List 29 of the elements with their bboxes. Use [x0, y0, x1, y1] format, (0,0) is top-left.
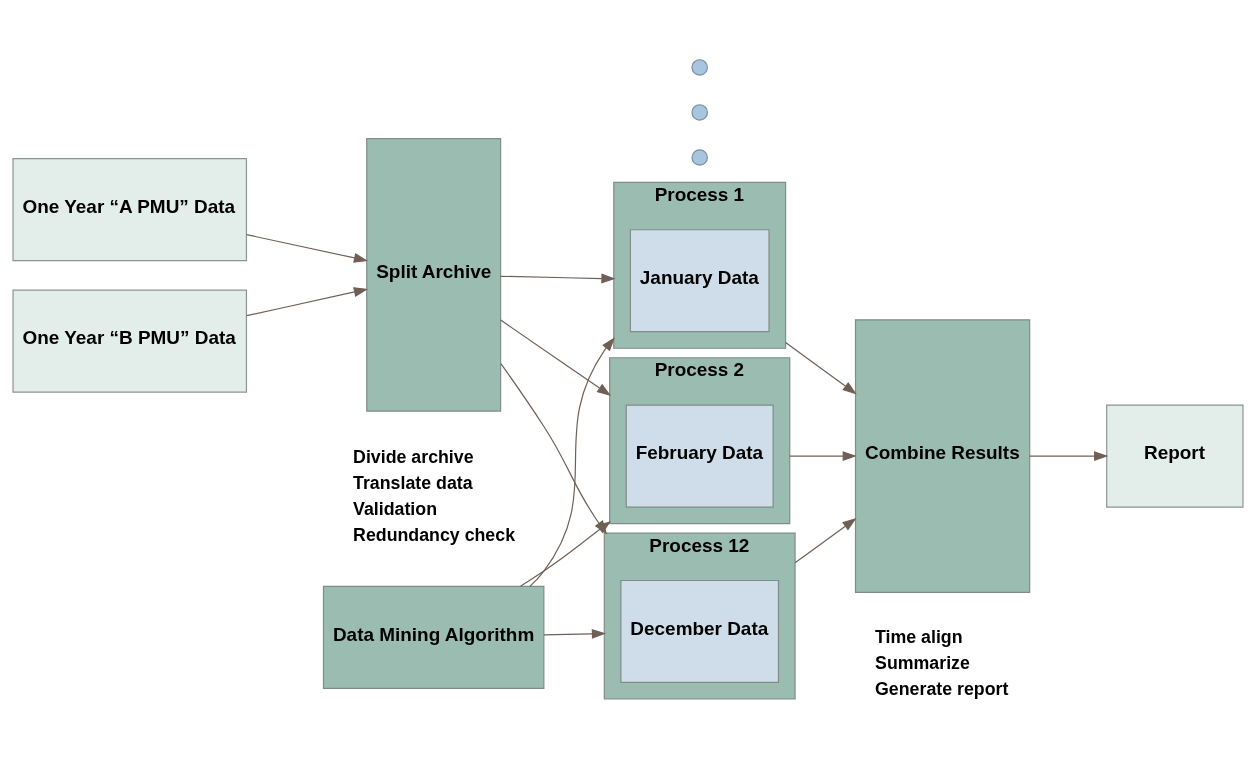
arrow [785, 341, 857, 395]
arrow [794, 518, 857, 564]
node-box: One Year “A PMU” Data [12, 158, 248, 262]
arrow [1029, 451, 1109, 462]
node-circle [691, 104, 708, 121]
node-label: Redundancy check [353, 525, 516, 546]
node-label: Generate report [875, 679, 1009, 700]
node-box: January Data [629, 229, 770, 333]
arrow [500, 319, 612, 396]
node-label: Summarize [875, 653, 970, 674]
node-box: December Data [620, 579, 780, 683]
arrow [246, 234, 369, 263]
node-box: One Year “B PMU” Data [12, 289, 248, 393]
node-label: Time align [875, 627, 963, 648]
node-label: Translate data [353, 473, 473, 494]
arrow [500, 273, 616, 284]
arrow [246, 287, 369, 317]
node-circle [691, 149, 708, 166]
node-box: Split Archive [366, 137, 502, 412]
node-box: February Data [625, 404, 774, 508]
node-box: Combine Results [854, 319, 1031, 593]
arrow [500, 363, 608, 535]
arrow [543, 628, 607, 639]
node-label: Divide archive [353, 447, 474, 468]
node-label: Validation [353, 499, 438, 520]
node-box: Report [1106, 404, 1244, 508]
node-circle [691, 59, 708, 76]
arrow [789, 451, 857, 462]
node-box: Data Mining Algorithm [322, 585, 545, 689]
